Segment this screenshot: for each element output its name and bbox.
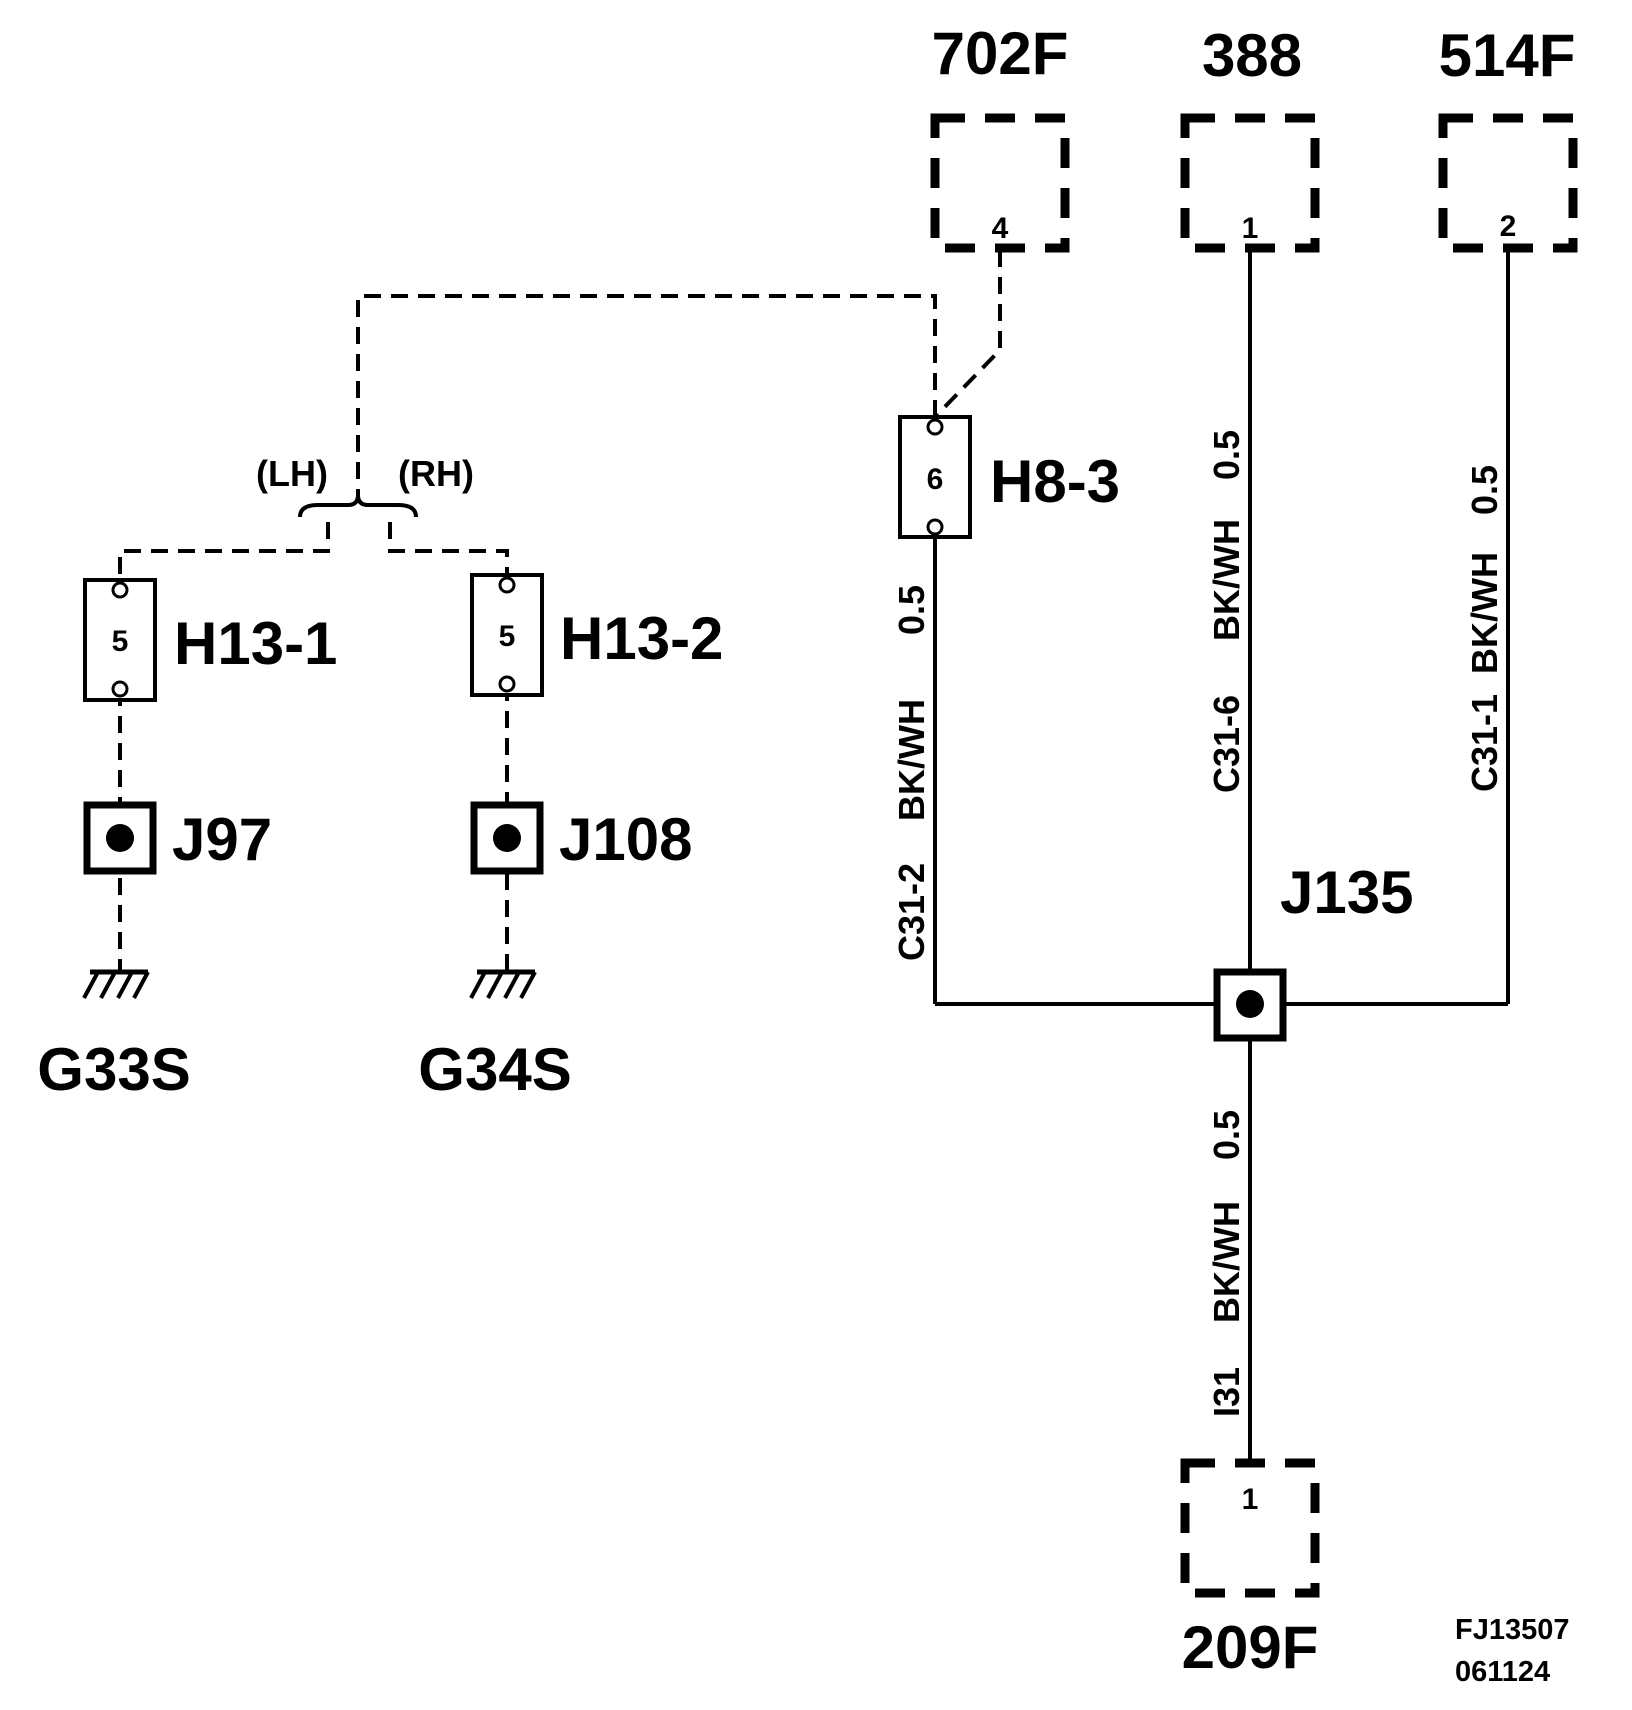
inline-connector-h13-1-pin: 5 (112, 625, 129, 658)
inline-connector-h13-2-body (470, 573, 544, 697)
connector-514f[interactable]: 514F 2 (1438, 22, 1578, 253)
splice-dot-icon (106, 824, 134, 852)
wire-label-209-size-group: 0.5 (1206, 1110, 1247, 1160)
connector-388[interactable]: 388 1 (1180, 22, 1320, 253)
ground-g34s: G34S (418, 969, 572, 1103)
wire-label-514-circuit: C31-1 (1464, 694, 1505, 792)
connector-514f-body (1438, 113, 1578, 253)
wire-label-h8-size-group: 0.5 (891, 585, 932, 635)
wire-label-514-circuit-group: C31-1 (1464, 694, 1505, 792)
connector-388-label: 388 (1202, 22, 1302, 89)
splice-j97-label: J97 (172, 806, 272, 873)
wire-label-514-size-group: 0.5 (1464, 465, 1505, 515)
wire-label-388-size: 0.5 (1206, 430, 1247, 480)
connector-702f[interactable]: 702F 4 (930, 20, 1070, 253)
splice-j108-label: J108 (559, 806, 692, 873)
connector-702f-body (930, 113, 1070, 253)
inline-connector-h13-1[interactable]: 5 H13-1 (83, 578, 337, 702)
wire-label-388-circuit-group: C31-6 (1206, 695, 1247, 793)
ground-g33s-label: G33S (37, 1036, 190, 1103)
wire-h8-3-to-branch (356, 294, 937, 497)
inline-connector-h13-2[interactable]: 5 H13-2 (470, 573, 723, 697)
wire-label-388-color-group: BK/WH (1206, 519, 1247, 641)
option-rh-label: (RH) (398, 453, 474, 494)
splice-j135[interactable]: J135 (1213, 859, 1413, 1042)
inline-connector-h13-2-label: H13-2 (560, 605, 723, 672)
wire-label-388-color: BK/WH (1206, 519, 1247, 641)
connector-702f-label: 702F (932, 20, 1069, 87)
connector-209f-pin: 1 (1242, 1483, 1259, 1516)
wire-label-514-color-group: BK/WH (1464, 552, 1505, 674)
drawing-ref-line1: FJ13507 (1455, 1614, 1570, 1646)
ground-icon (469, 969, 537, 999)
wire-label-388-circuit: C31-6 (1206, 695, 1247, 793)
wire-702f-to-h8-3 (933, 250, 1002, 419)
pin-hole-icon (498, 576, 516, 594)
option-lh-label: (LH) (256, 453, 328, 494)
ground-g34s-label: G34S (418, 1036, 571, 1103)
connector-209f[interactable]: 1 209F (1180, 1458, 1320, 1681)
wire-label-h8: BK/WH (891, 699, 932, 821)
splice-j97[interactable]: J97 (83, 801, 272, 875)
connector-388-pin: 1 (1242, 212, 1259, 245)
connector-388-body (1180, 113, 1320, 253)
wire-branch-lh (118, 522, 330, 585)
pin-hole-icon (111, 680, 129, 698)
wire-branch-rh (388, 522, 509, 580)
wire-label-209-color: BK/WH (1206, 1201, 1247, 1323)
wire-label-514-color: BK/WH (1464, 552, 1505, 674)
pin-hole-icon (498, 675, 516, 693)
inline-connector-h8-3-pin: 6 (927, 463, 944, 496)
pin-hole-icon (926, 518, 944, 536)
wire-label-209-circuit: I31 (1206, 1367, 1247, 1417)
wire-label-h8-size: 0.5 (891, 585, 932, 635)
connector-209f-label: 209F (1182, 1614, 1319, 1681)
connector-514f-pin: 2 (1500, 210, 1517, 243)
inline-connector-h13-2-pin: 5 (499, 620, 516, 653)
splice-dot-icon (1236, 990, 1264, 1018)
splice-dot-icon (493, 824, 521, 852)
ground-icon (82, 969, 150, 999)
wire-label-514-size: 0.5 (1464, 465, 1505, 515)
pin-hole-icon (926, 418, 944, 436)
inline-connector-h13-1-label: H13-1 (174, 610, 337, 677)
ground-g33s: G33S (37, 969, 191, 1103)
inline-connector-h8-3[interactable]: 6 H8-3 (898, 415, 1120, 539)
inline-connector-h8-3-label: H8-3 (990, 448, 1120, 515)
inline-connector-h13-1-body (83, 578, 157, 702)
wire-label-h8-color: BK/WH (891, 699, 932, 821)
connector-702f-pin: 4 (992, 212, 1009, 245)
wire-label-h8-circuit-group: C31-2 (891, 863, 932, 961)
wire-label-209-size: 0.5 (1206, 1110, 1247, 1160)
wire-label-h8-circuit: C31-2 (891, 863, 932, 961)
splice-j108[interactable]: J108 (470, 801, 692, 875)
pin-hole-icon (111, 581, 129, 599)
drawing-ref-line2: 061124 (1455, 1656, 1550, 1688)
connector-514f-label: 514F (1439, 22, 1576, 89)
wire-label-209-circuit-group: I31 (1206, 1367, 1247, 1417)
option-brace (298, 494, 418, 518)
wire-label-209-color-group: BK/WH (1206, 1201, 1247, 1323)
inline-connector-h8-3-body (898, 415, 972, 539)
splice-j135-label: J135 (1280, 859, 1413, 926)
wire-label-388-size-group: 0.5 (1206, 430, 1247, 480)
